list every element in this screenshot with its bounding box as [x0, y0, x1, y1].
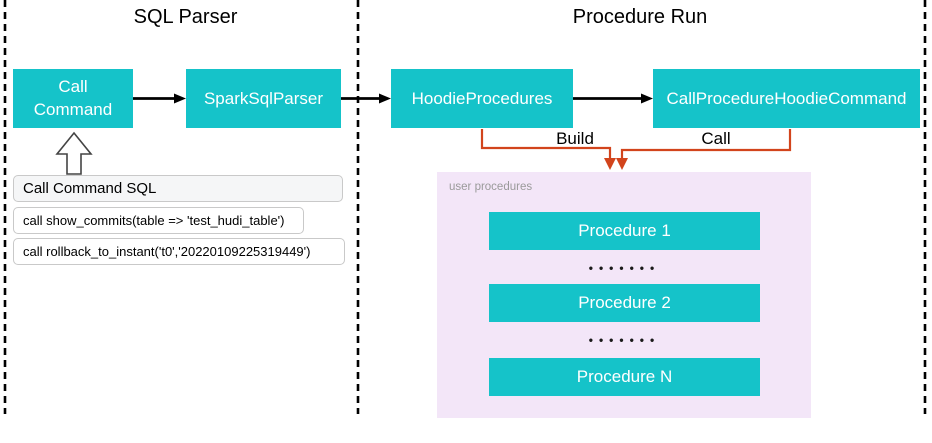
- node-call-procedure-hoodie-command: CallProcedureHoodieCommand: [653, 69, 920, 128]
- procedure-box-n: Procedure N: [489, 358, 760, 396]
- section-title-procedure-run: Procedure Run: [572, 6, 708, 28]
- hollow-up-arrow-icon: [55, 131, 93, 175]
- procedure-box-1-label: Procedure 1: [578, 221, 671, 240]
- node-spark-sql-parser: SparkSqlParser: [186, 69, 341, 128]
- procedure-box-2-label: Procedure 2: [578, 293, 671, 312]
- node-hoodie-procedures: HoodieProcedures: [391, 69, 573, 128]
- procedure-box-1: Procedure 1: [489, 212, 760, 250]
- node-spark-sql-parser-label: SparkSqlParser: [203, 88, 324, 108]
- arrow-hoodieprocedures-to-callprocedurehoodiecommand: [573, 93, 653, 104]
- node-call-command-label: Call Command: [33, 76, 113, 119]
- arrow-callcommand-to-sparksqlparser: [133, 93, 186, 104]
- procedures-ellipsis: •••••••: [588, 333, 661, 347]
- user-procedures-panel-label: user procedures: [449, 181, 533, 193]
- sql-panel-header: Call Command SQL: [13, 175, 343, 202]
- section-title-sql-parser: SQL Parser: [133, 6, 238, 28]
- sql-sample-row: call rollback_to_instant('t0','202201092…: [13, 238, 345, 265]
- node-call-procedure-hoodie-command-label: CallProcedureHoodieCommand: [666, 88, 907, 108]
- sql-sample-row: call show_commits(table => 'test_hudi_ta…: [13, 207, 304, 234]
- node-hoodie-procedures-label: HoodieProcedures: [411, 88, 553, 108]
- edge-label-build: Build: [556, 129, 594, 148]
- procedure-box-n-label: Procedure N: [576, 367, 673, 386]
- procedures-ellipsis: •••••••: [588, 261, 661, 275]
- node-call-command: Call Command: [13, 69, 133, 128]
- user-procedures-panel: user procedures Procedure 1 ••••••• Proc…: [437, 172, 811, 418]
- edge-label-call: Call: [701, 129, 731, 148]
- build-arrowhead-icon: [604, 158, 616, 170]
- arrow-sparksqlparser-to-hoodieprocedures: [341, 93, 391, 104]
- call-arrowhead-icon: [616, 158, 628, 170]
- procedure-box-2: Procedure 2: [489, 284, 760, 322]
